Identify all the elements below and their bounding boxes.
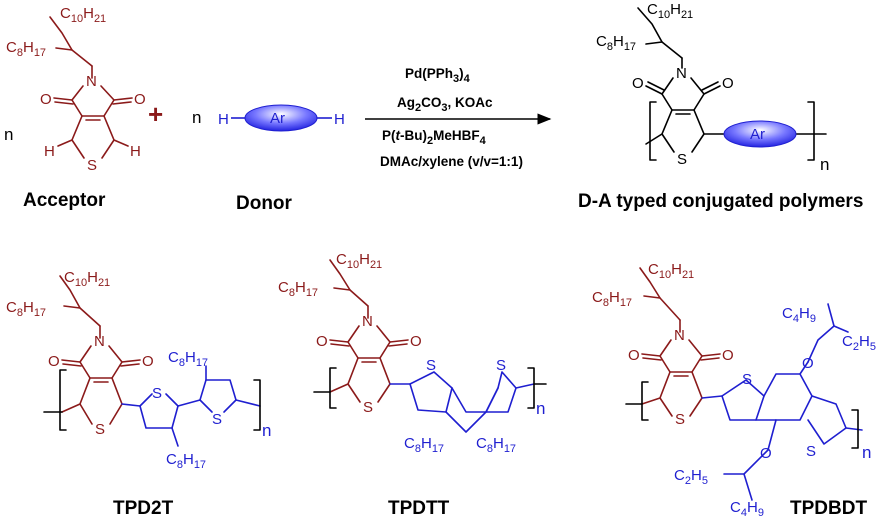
- svg-text:S: S: [675, 411, 685, 428]
- svg-text:Pd(PPh3)4: Pd(PPh3)4: [405, 66, 471, 85]
- svg-text:C10H21: C10H21: [648, 261, 694, 281]
- tpdbdt-atom-labels: C10H21 C8H17 N O O S S S O O C4H9 C2H5 C…: [592, 261, 876, 519]
- svg-text:O: O: [632, 75, 644, 92]
- tpdtt-donor: [389, 371, 535, 433]
- tpd2t-donor: [121, 365, 261, 447]
- svg-text:C8H17: C8H17: [404, 435, 444, 455]
- svg-text:C8H17: C8H17: [476, 435, 516, 455]
- svg-text:O: O: [316, 333, 328, 350]
- svg-text:H: H: [334, 111, 345, 128]
- svg-text:Ar: Ar: [270, 110, 285, 127]
- svg-text:C8H17: C8H17: [278, 279, 318, 299]
- svg-text:H: H: [44, 143, 55, 160]
- svg-text:H: H: [130, 143, 141, 160]
- svg-text:S: S: [95, 421, 105, 438]
- svg-text:C8H17: C8H17: [166, 451, 206, 471]
- label-acceptor: Acceptor: [23, 190, 106, 211]
- tpdtt-atom-labels: C10H21 C8H17 N O O S S S C8H17 C8H17 n: [278, 251, 545, 455]
- svg-text:n: n: [262, 421, 271, 440]
- svg-text:Ag2CO3, KOAc: Ag2CO3, KOAc: [397, 95, 493, 114]
- svg-text:C8H17: C8H17: [596, 33, 636, 53]
- label-donor: Donor: [236, 193, 293, 214]
- svg-text:DMAc/xylene (v/v=1:1): DMAc/xylene (v/v=1:1): [380, 154, 523, 169]
- svg-text:S: S: [426, 357, 436, 374]
- svg-text:n: n: [192, 108, 201, 127]
- svg-text:S: S: [152, 385, 162, 402]
- svg-text:C2H5: C2H5: [674, 467, 708, 487]
- svg-text:P(t-Bu)2MeHBF4: P(t-Bu)2MeHBF4: [382, 128, 487, 147]
- product-ar-unit: [723, 120, 797, 148]
- svg-text:N: N: [676, 65, 687, 82]
- svg-text:O: O: [410, 333, 422, 350]
- svg-text:O: O: [40, 91, 52, 108]
- svg-text:O: O: [760, 445, 772, 462]
- tpdbdt-donor: [701, 303, 863, 501]
- acceptor-molecule: [49, 16, 133, 159]
- label-product: D-A typed conjugated polymers: [578, 191, 863, 212]
- svg-text:N: N: [674, 327, 685, 344]
- svg-text:S: S: [87, 157, 97, 174]
- label-tpd2t: TPD2T: [113, 498, 174, 519]
- svg-text:C10H21: C10H21: [60, 5, 106, 25]
- tpd2t-acceptor: [59, 275, 141, 425]
- svg-text:C4H9: C4H9: [730, 499, 764, 519]
- reaction-conditions: Pd(PPh3)4 Ag2CO3, KOAc P(t-Bu)2MeHBF4 DM…: [380, 66, 523, 169]
- svg-text:S: S: [212, 411, 222, 428]
- label-tpdtt: TPDTT: [388, 498, 450, 519]
- svg-text:N: N: [86, 73, 97, 90]
- tpd2t-atom-labels: C10H21 C8H17 N O O S S S C8H17 C8H17 n: [6, 269, 271, 471]
- svg-text:C8H17: C8H17: [592, 289, 632, 309]
- svg-text:C4H9: C4H9: [782, 305, 816, 325]
- tpd2t-brackets: [43, 369, 261, 431]
- svg-text:C10H21: C10H21: [64, 269, 110, 289]
- product-polymer: [637, 7, 827, 161]
- acceptor-atom-labels: C10H21 C8H17 N O O S H H: [6, 5, 146, 174]
- svg-text:S: S: [677, 151, 687, 168]
- tpdtt-brackets: [313, 367, 547, 409]
- svg-text:C2H5: C2H5: [842, 333, 876, 353]
- svg-text:S: S: [363, 399, 373, 416]
- svg-text:N: N: [94, 333, 105, 350]
- svg-text:C8H17: C8H17: [168, 349, 208, 369]
- acceptor-n: n: [4, 125, 13, 144]
- svg-text:O: O: [802, 355, 814, 372]
- svg-text:N: N: [362, 313, 373, 330]
- svg-text:O: O: [628, 347, 640, 364]
- svg-text:O: O: [722, 347, 734, 364]
- svg-text:O: O: [48, 353, 60, 370]
- donor-molecule: n H Ar H: [192, 104, 345, 132]
- label-tpdbdt: TPDBDT: [790, 498, 867, 519]
- svg-text:n: n: [862, 443, 871, 462]
- product-atom-labels: Ar C10H21 C8H17 N O O S n: [596, 1, 829, 174]
- svg-text:C8H17: C8H17: [6, 299, 46, 319]
- svg-text:S: S: [496, 357, 506, 374]
- svg-text:S: S: [742, 371, 752, 388]
- svg-text:C10H21: C10H21: [647, 1, 693, 21]
- svg-text:n: n: [820, 155, 829, 174]
- plus-sign: +: [148, 99, 163, 129]
- svg-text:n: n: [536, 399, 545, 418]
- tpdtt-acceptor: [329, 259, 409, 403]
- svg-text:O: O: [142, 353, 154, 370]
- svg-text:C8H17: C8H17: [6, 39, 46, 59]
- svg-text:O: O: [722, 75, 734, 92]
- svg-text:C10H21: C10H21: [336, 251, 382, 271]
- tpdbdt-brackets: [625, 381, 859, 449]
- svg-text:S: S: [806, 443, 816, 460]
- svg-text:H: H: [218, 111, 229, 128]
- svg-text:O: O: [134, 91, 146, 108]
- svg-text:Ar: Ar: [750, 126, 765, 143]
